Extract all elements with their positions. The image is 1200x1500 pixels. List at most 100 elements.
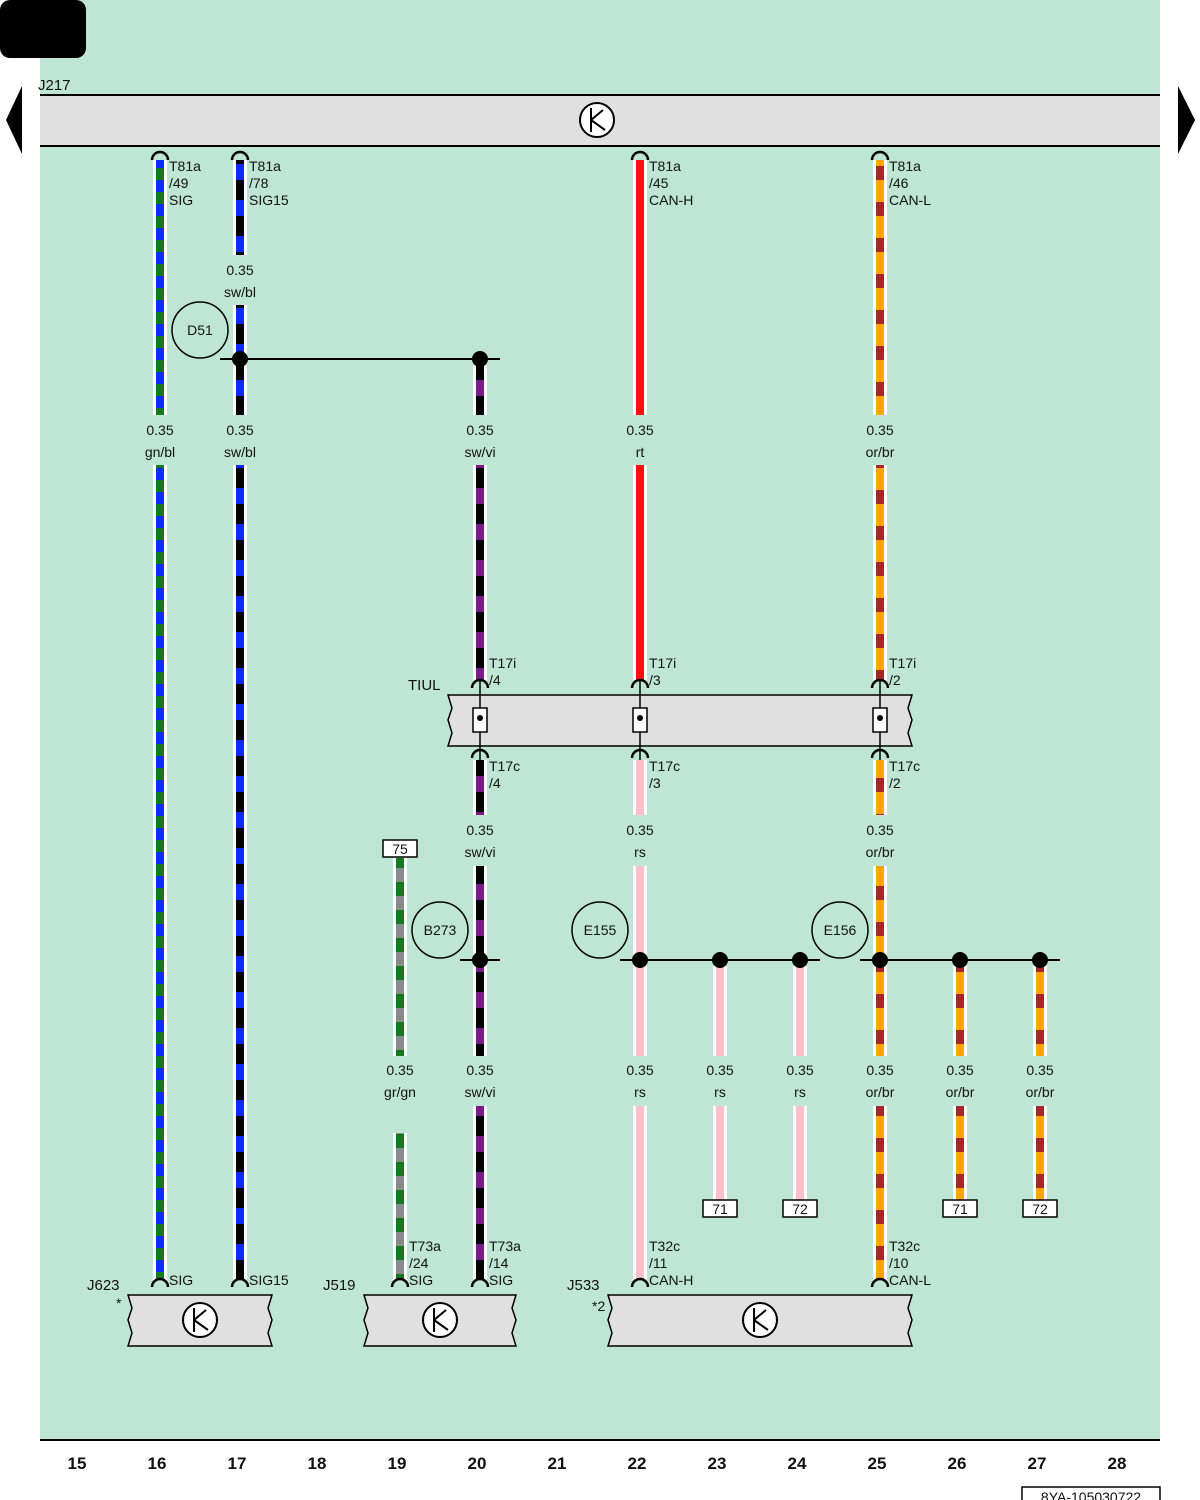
terminal-box-71[interactable]: 71 (702, 1199, 738, 1218)
connector-label: T17i/3 (649, 655, 676, 688)
terminal-box-71[interactable]: 71 (942, 1199, 978, 1218)
component-label-tiul: TIUL (408, 677, 441, 694)
column-number: 23 (708, 1454, 727, 1473)
wire-26 (953, 966, 967, 1200)
control-unit-icon (579, 102, 615, 138)
component-label-j519: J519 (323, 1277, 356, 1294)
column-number: 18 (308, 1454, 327, 1473)
column-number: 28 (1108, 1454, 1127, 1473)
connector-pin-icon (150, 150, 890, 1288)
column-numbers: 15 16 17 18 19 20 21 22 23 24 25 26 27 2… (68, 1454, 1127, 1473)
connector-label: SIG (169, 1272, 193, 1288)
svg-text:75: 75 (392, 841, 408, 857)
header-tab (0, 0, 86, 58)
splice-d51: D51 (171, 301, 229, 359)
column-number: 17 (228, 1454, 247, 1473)
fuse-icon (632, 707, 648, 733)
component-label-j623: J623 (87, 1277, 120, 1294)
splice-dot (472, 952, 488, 968)
connector-label: T17c/4 (489, 758, 520, 791)
wire-23 (713, 966, 727, 1200)
column-number: 19 (388, 1454, 407, 1473)
splice-dot (1032, 952, 1048, 968)
splice-b273: B273 (411, 901, 469, 959)
terminal-box-75[interactable]: 75 (382, 839, 418, 858)
splice-dot (472, 351, 488, 367)
column-number: 20 (468, 1454, 487, 1473)
component-note: * (116, 1295, 122, 1311)
splice-dot (792, 952, 808, 968)
svg-text:B273: B273 (424, 922, 457, 938)
next-page-arrow-icon[interactable] (1178, 86, 1195, 154)
column-number: 21 (548, 1454, 567, 1473)
connector-label: SIG15 (249, 1272, 289, 1288)
wire-16 (153, 160, 167, 1280)
splice-dot (632, 952, 648, 968)
column-number: 27 (1028, 1454, 1047, 1473)
svg-text:D51: D51 (187, 322, 213, 338)
splice-dot (712, 952, 728, 968)
connector-label: T17i/4 (489, 655, 516, 688)
component-label-j533: J533 (567, 1277, 600, 1294)
connector-label: T17c/3 (649, 758, 680, 791)
control-unit-icon (182, 1302, 218, 1338)
connector-label: T17c/2 (889, 758, 920, 791)
control-unit-icon (742, 1302, 778, 1338)
splice-e155: E155 (571, 901, 629, 959)
column-number: 22 (628, 1454, 647, 1473)
svg-text:E155: E155 (584, 922, 617, 938)
connector-label: T17i/2 (889, 655, 916, 688)
column-number: 24 (788, 1454, 807, 1473)
fuse-icon (872, 707, 888, 733)
terminal-box-72[interactable]: 72 (782, 1199, 818, 1218)
wire-27 (1033, 966, 1047, 1200)
svg-text:8YA-105030722: 8YA-105030722 (1041, 1489, 1141, 1500)
svg-text:72: 72 (1032, 1201, 1048, 1217)
control-unit-icon (422, 1302, 458, 1338)
column-number: 16 (148, 1454, 167, 1473)
component-label-j217: J217 (38, 77, 71, 94)
svg-text:71: 71 (952, 1201, 968, 1217)
splice-dot (872, 952, 888, 968)
previous-page-arrow-icon[interactable] (6, 86, 22, 154)
component-note: *2 (592, 1298, 605, 1314)
diagram-id-box: 8YA-105030722 (1021, 1486, 1161, 1500)
wire-24 (793, 966, 807, 1200)
svg-text:71: 71 (712, 1201, 728, 1217)
svg-text:72: 72 (792, 1201, 808, 1217)
wire-17 (233, 160, 247, 1280)
svg-text:E156: E156 (824, 922, 857, 938)
splice-e156: E156 (811, 901, 869, 959)
wire-19 (393, 858, 407, 1280)
fuse-icon (472, 707, 488, 733)
splice-dot (952, 952, 968, 968)
column-number: 25 (868, 1454, 887, 1473)
terminal-box-72[interactable]: 72 (1022, 1199, 1058, 1218)
splice-dot (232, 351, 248, 367)
